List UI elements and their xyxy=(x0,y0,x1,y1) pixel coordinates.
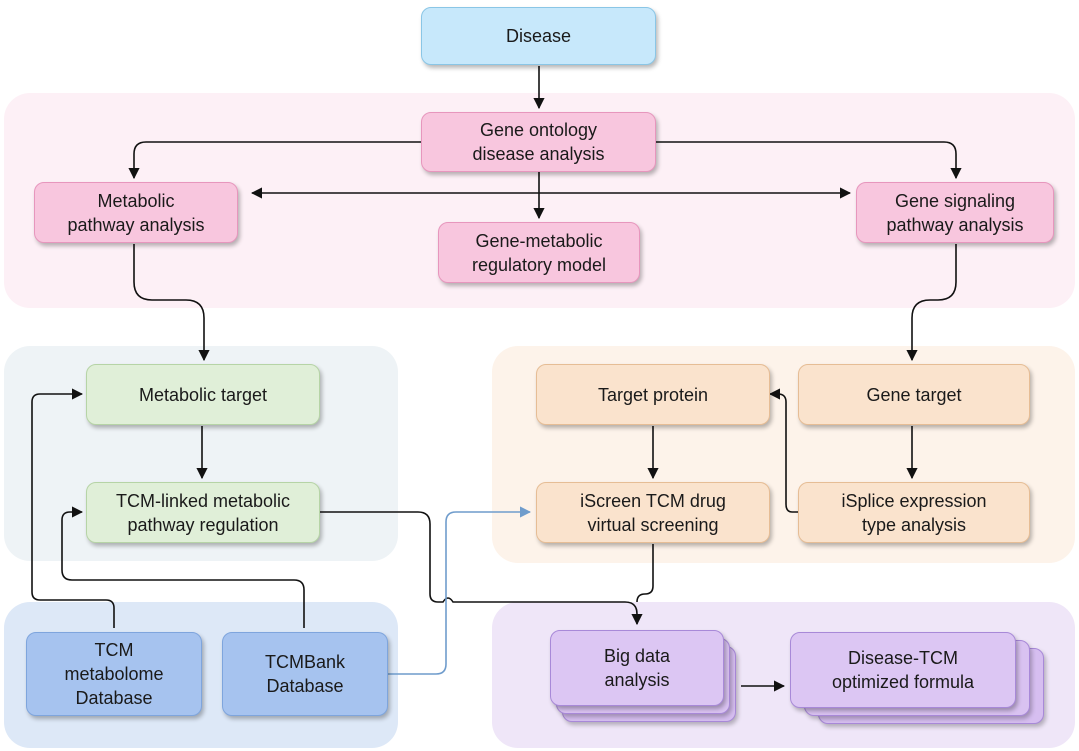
gene-ontology-node: Gene ontology disease analysis xyxy=(421,112,656,172)
isplice-node: iSplice expression type analysis xyxy=(798,482,1030,543)
iscreen-node: iScreen TCM drug virtual screening xyxy=(536,482,770,543)
target-protein-node: Target protein xyxy=(536,364,770,425)
metabolic-target-node: Metabolic target xyxy=(86,364,320,425)
tcm-metabolome-db-node: TCM metabolome Database xyxy=(26,632,202,716)
metabolic-pathway-node: Metabolic pathway analysis xyxy=(34,182,238,243)
big-data-node: Big data analysis xyxy=(550,630,724,706)
optimized-formula-node: Disease-TCM optimized formula xyxy=(790,632,1016,708)
gene-target-node: Gene target xyxy=(798,364,1030,425)
tcm-linked-regulation-node: TCM-linked metabolic pathway regulation xyxy=(86,482,320,543)
tcmbank-db-node: TCMBank Database xyxy=(222,632,388,716)
disease-node: Disease xyxy=(421,7,656,65)
gene-metabolic-model-node: Gene-metabolic regulatory model xyxy=(438,222,640,283)
gene-signaling-node: Gene signaling pathway analysis xyxy=(856,182,1054,243)
